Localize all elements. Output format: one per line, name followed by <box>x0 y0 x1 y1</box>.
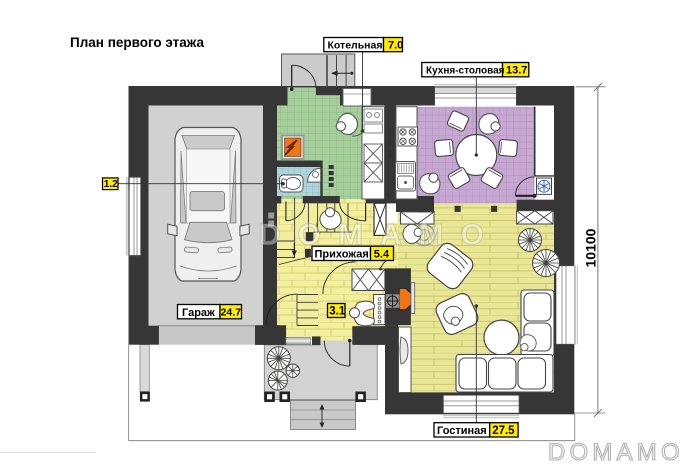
svg-text:27.5: 27.5 <box>492 425 515 437</box>
svg-text:1.2: 1.2 <box>104 179 118 190</box>
svg-text:Гостиная: Гостиная <box>437 425 487 437</box>
svg-text:DOMAMO: DOMAMO <box>548 439 684 466</box>
svg-text:3.1: 3.1 <box>329 306 346 318</box>
svg-text:5.4: 5.4 <box>374 249 390 261</box>
svg-text:План первого этажа: План первого этажа <box>70 35 205 50</box>
svg-text:7.0: 7.0 <box>388 40 403 52</box>
svg-text:24.7: 24.7 <box>221 307 242 319</box>
svg-text:Кухня-столовая: Кухня-столовая <box>426 66 505 77</box>
svg-text:Прихожая: Прихожая <box>315 249 369 261</box>
svg-text:13.7: 13.7 <box>506 65 527 77</box>
svg-text:Гараж: Гараж <box>182 307 215 319</box>
svg-text:10100: 10100 <box>583 228 599 267</box>
svg-text:Котельная: Котельная <box>328 39 383 51</box>
